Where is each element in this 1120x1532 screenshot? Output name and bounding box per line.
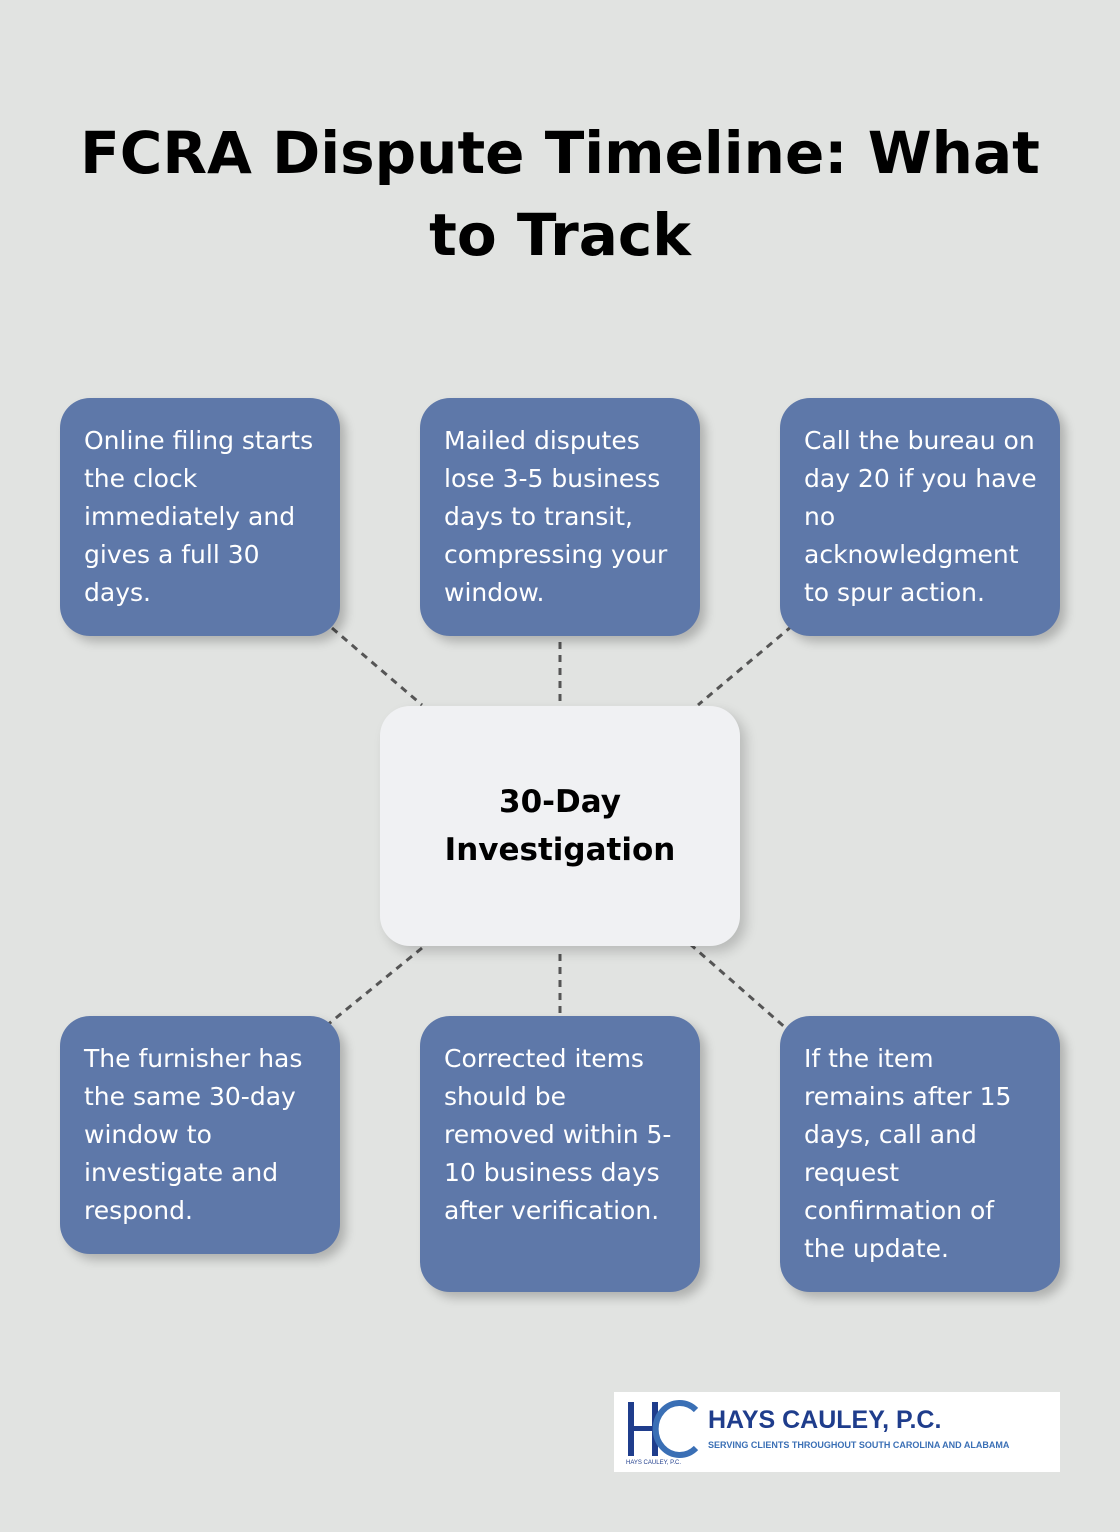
card-furnisher: The furnisher has the same 30-day window… [60, 1016, 340, 1254]
connector-line-bottom-left [325, 946, 423, 1028]
connector-line-top-left [331, 626, 423, 707]
logo-small-text: HAYS CAULEY, P.C. [626, 1460, 682, 1466]
center-label: 30-Day Investigation [444, 784, 676, 868]
card-online-filing: Online filing starts the clock immediate… [60, 398, 340, 636]
logo-company-name: HAYS CAULEY, P.C. [708, 1406, 942, 1434]
card-mailed-disputes: Mailed disputes lose 3-5 business days t… [420, 398, 700, 636]
card-corrected-items: Corrected items should be removed within… [420, 1016, 700, 1292]
card-item-remains: If the item remains after 15 days, call … [780, 1016, 1060, 1292]
center-node: 30-Day Investigation [380, 706, 740, 946]
logo-tagline: SERVING CLIENTS THROUGHOUT SOUTH CAROLIN… [708, 1440, 1010, 1450]
connector-line-top-right [697, 624, 793, 707]
card-call-bureau: Call the bureau on day 20 if you have no… [780, 398, 1060, 636]
page-title: FCRA Dispute Timeline: What to Track [80, 119, 1040, 269]
connector-line-bottom-right [689, 942, 789, 1032]
company-logo: HAYS CAULEY, P.C. SERVING CLIENTS THROUG… [614, 1392, 1060, 1472]
hc-monogram-icon [628, 1400, 699, 1458]
